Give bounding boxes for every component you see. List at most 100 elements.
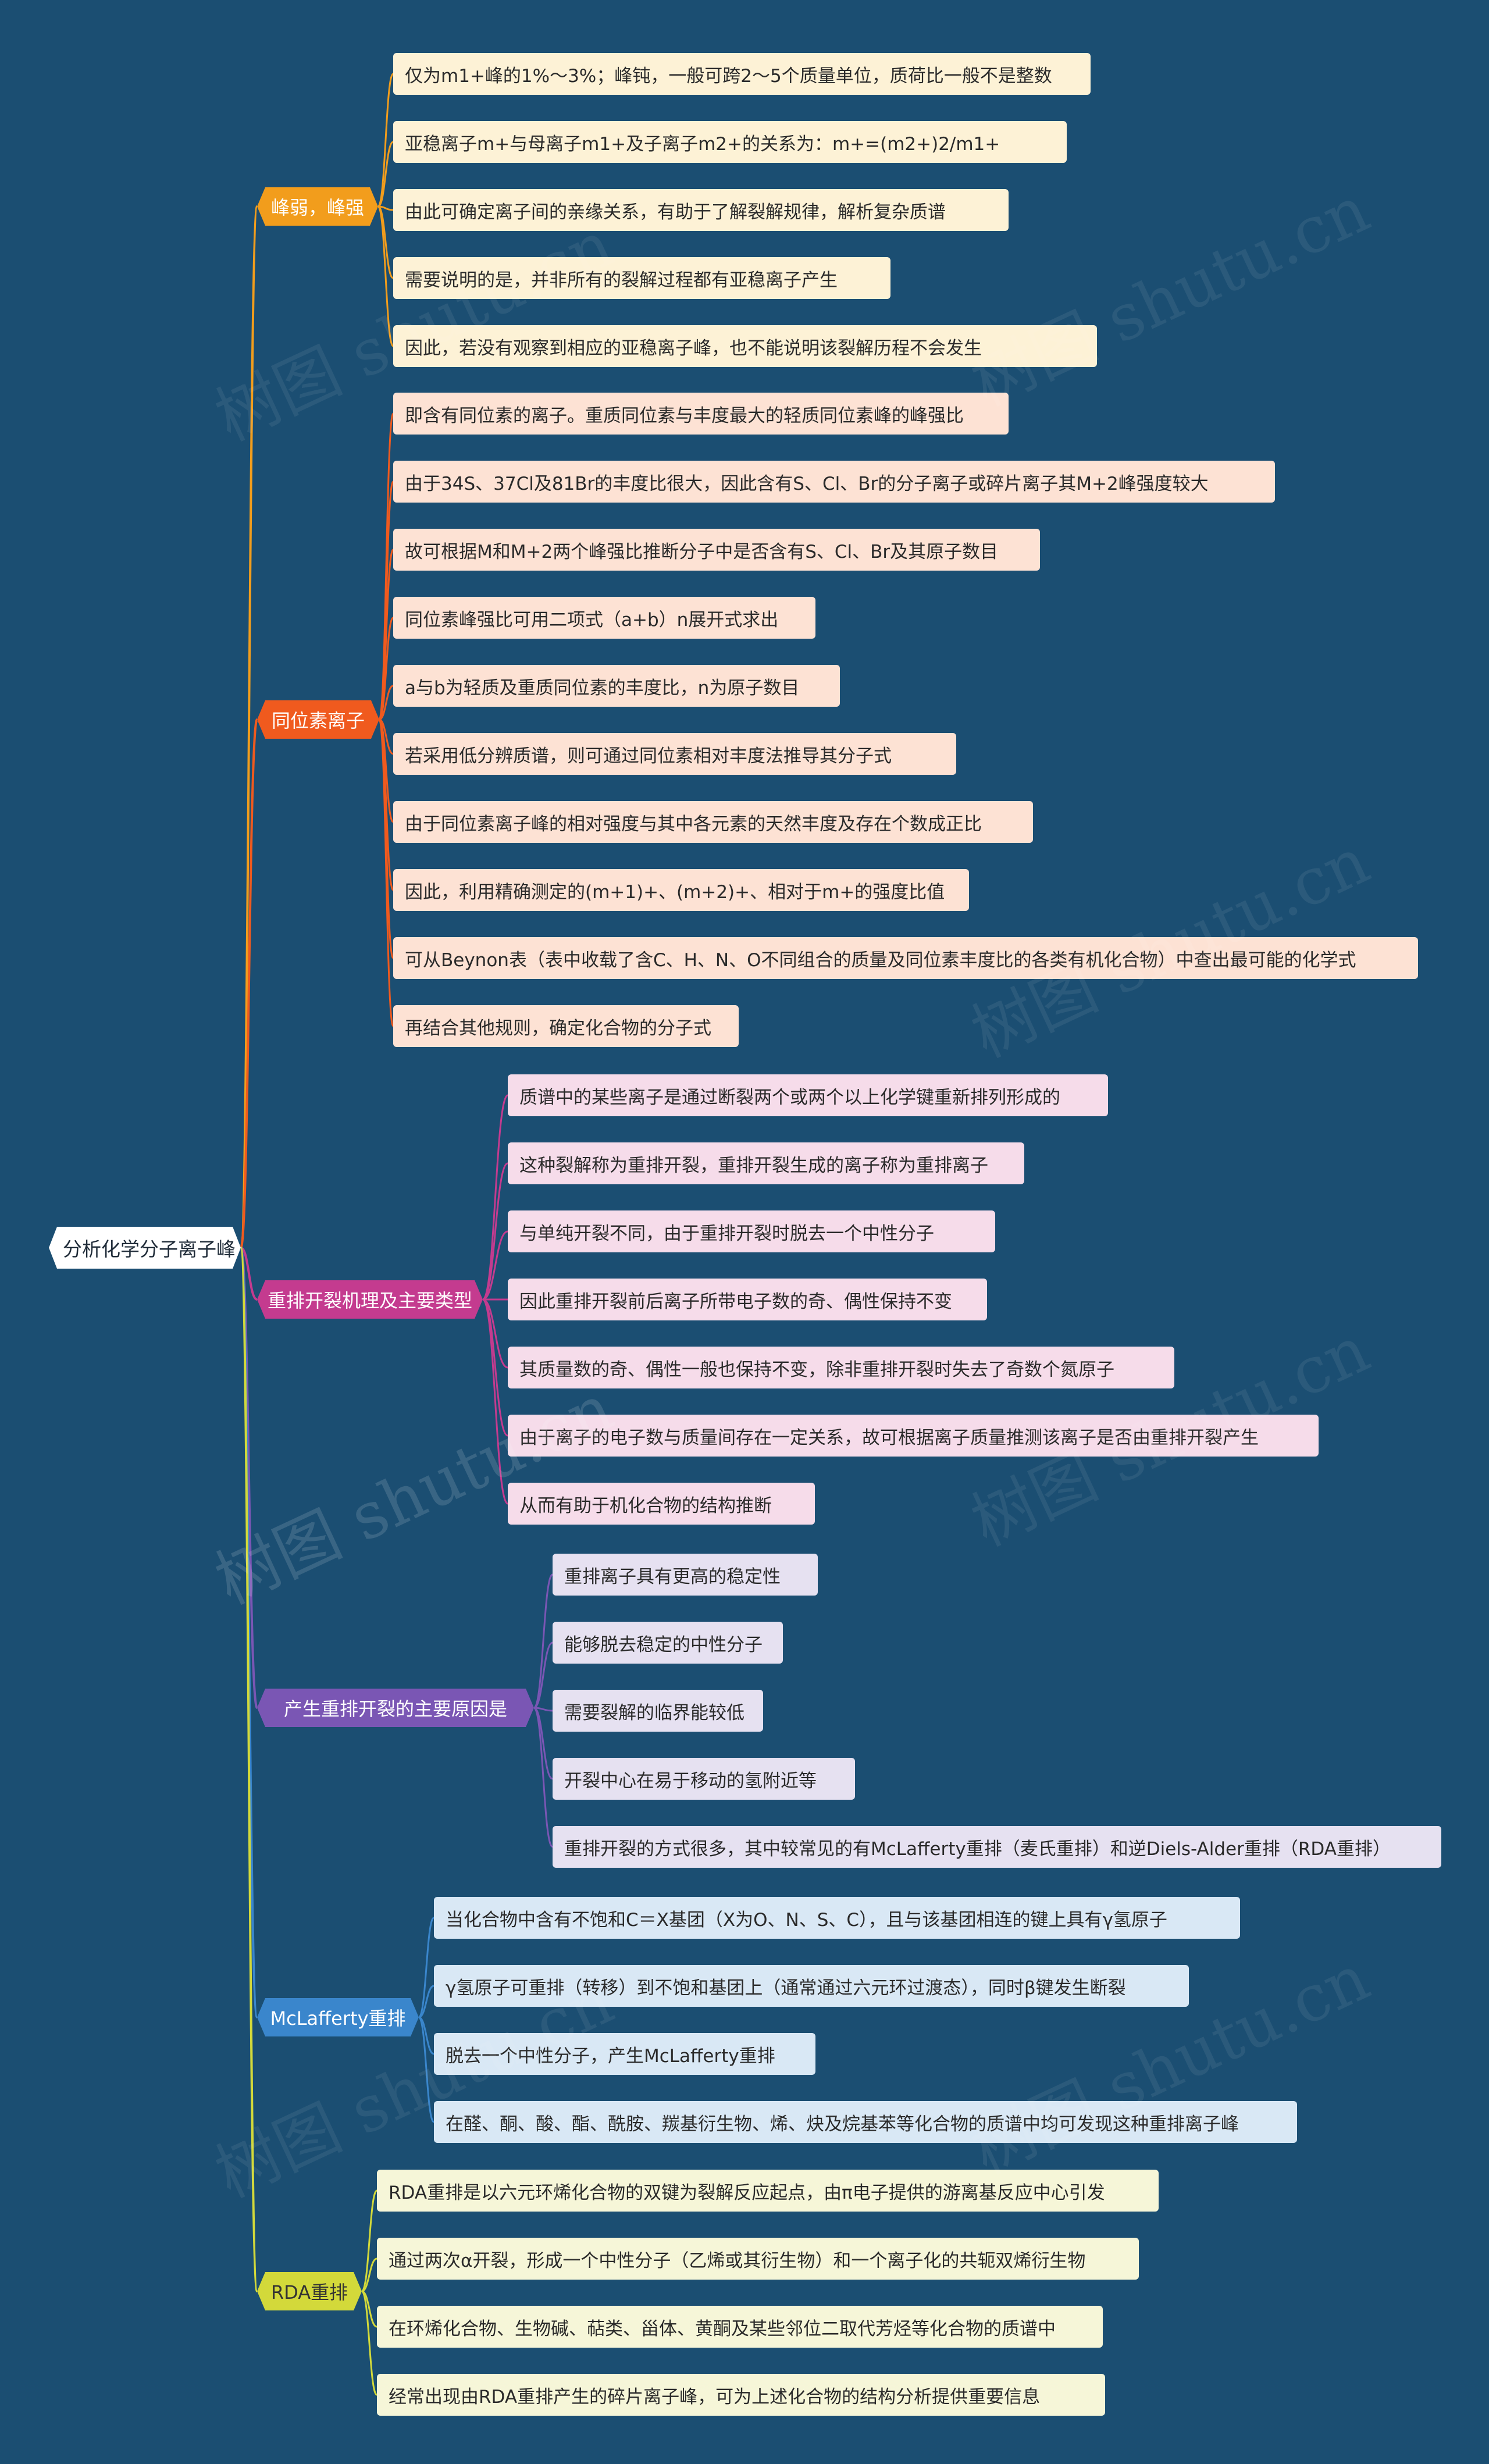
leaf-label: 因此重排开裂前后离子所带电子数的奇、偶性保持不变 xyxy=(519,1291,952,1312)
branch-leaf-connector xyxy=(482,1230,508,1301)
branch-label: McLafferty重排 xyxy=(270,2007,406,2029)
branch-node[interactable]: RDA重排 xyxy=(257,2272,362,2310)
leaf-label: 重排离子具有更高的稳定性 xyxy=(564,1566,781,1587)
leaf-label: 通过两次α开裂，形成一个中性分子（乙烯或其衍生物）和一个离子化的共轭双烯衍生物 xyxy=(389,2250,1086,2271)
leaf-label: 由于离子的电子数与质量间存在一定关系，故可根据离子质量推测该离子是否由重排开裂产… xyxy=(519,1427,1259,1448)
branch-leaf-connector xyxy=(361,2290,378,2396)
branch-leaf-connector xyxy=(379,685,394,721)
branch-leaf-connector xyxy=(482,1298,508,1369)
leaf-node[interactable]: 这种裂解称为重排开裂，重排开裂生成的离子称为重排离子 xyxy=(508,1142,1024,1184)
leaf-label: 因此，利用精确测定的(m+1)+、(m+2)+、相对于m+的强度比值 xyxy=(405,881,945,903)
leaf-label: 质谱中的某些离子是通过断裂两个或两个以上化学键重新排列形成的 xyxy=(519,1087,1060,1108)
leaf-node[interactable]: 可从Beynon表（表中收载了含C、H、N、O不同组合的质量及同位素丰度比的各类… xyxy=(393,937,1418,979)
leaf-node[interactable]: 脱去一个中性分子，产生McLafferty重排 xyxy=(434,2033,815,2075)
leaf-node[interactable]: γ氢原子可重排（转移）到不饱和基团上（通常通过六元环过渡态），同时β键发生断裂 xyxy=(434,1965,1189,2007)
root-branch-connector xyxy=(240,1247,258,1301)
branch-leaf-connector xyxy=(378,718,394,1027)
leaf-node[interactable]: 重排开裂的方式很多，其中较常见的有McLafferty重排（麦氏重排）和逆Die… xyxy=(553,1826,1441,1868)
branch-label: 同位素离子 xyxy=(271,710,365,732)
leaf-node[interactable]: 开裂中心在易于移动的氢附近等 xyxy=(553,1758,855,1800)
branch-leaf-connector xyxy=(482,1094,509,1301)
branch-node[interactable]: 重排开裂机理及主要类型 xyxy=(257,1280,483,1319)
leaf-label: 其质量数的奇、偶性一般也保持不变，除非重排开裂时失去了奇数个氮原子 xyxy=(519,1359,1114,1380)
leaf-node[interactable]: 需要说明的是，并非所有的裂解过程都有亚稳离子产生 xyxy=(393,257,890,299)
leaf-label: 若采用低分辨质谱，则可通过同位素相对丰度法推导其分子式 xyxy=(405,745,892,767)
leaf-node[interactable]: 因此重排开裂前后离子所带电子数的奇、偶性保持不变 xyxy=(508,1279,987,1320)
leaf-node[interactable]: 因此，若没有观察到相应的亚稳离子峰，也不能说明该裂解历程不会发生 xyxy=(393,325,1097,367)
leaf-node[interactable]: 由于离子的电子数与质量间存在一定关系，故可根据离子质量推测该离子是否由重排开裂产… xyxy=(508,1415,1319,1457)
leaf-label: 当化合物中含有不饱和C＝X基团（X为O、N、S、C），且与该基团相连的键上具有γ… xyxy=(446,1909,1167,1931)
leaf-node[interactable]: 质谱中的某些离子是通过断裂两个或两个以上化学键重新排列形成的 xyxy=(508,1074,1108,1116)
leaf-node[interactable]: RDA重排是以六元环烯化合物的双键为裂解反应起点，由π电子提供的游离基反应中心引… xyxy=(377,2170,1159,2212)
branch-node[interactable]: 产生重排开裂的主要原因是 xyxy=(257,1689,534,1727)
branch-label: 重排开裂机理及主要类型 xyxy=(267,1290,472,1312)
leaf-node[interactable]: 与单纯开裂不同，由于重排开裂时脱去一个中性分子 xyxy=(508,1210,995,1252)
leaf-label: 亚稳离子m+与母离子m1+及子离子m2+的关系为：m+=(m2+)2/m1+ xyxy=(405,133,1000,155)
leaf-label: 同位素峰强比可用二项式（a+b）n展开式求出 xyxy=(405,609,779,631)
leaf-label: 脱去一个中性分子，产生McLafferty重排 xyxy=(446,2045,775,2067)
branch-leaf-connector xyxy=(418,1985,434,2018)
leaf-label: RDA重排是以六元环烯化合物的双键为裂解反应起点，由π电子提供的游离基反应中心引… xyxy=(389,2182,1105,2203)
leaf-label: γ氢原子可重排（转移）到不饱和基团上（通常通过六元环过渡态），同时β键发生断裂 xyxy=(446,1977,1126,1999)
branch-leaf-connector xyxy=(533,1707,554,1848)
leaf-label: 故可根据M和M+2两个峰强比推断分子中是否含有S、Cl、Br及其原子数目 xyxy=(405,541,999,562)
leaf-node[interactable]: 其质量数的奇、偶性一般也保持不变，除非重排开裂时失去了奇数个氮原子 xyxy=(508,1347,1174,1388)
branch-label: 产生重排开裂的主要原因是 xyxy=(283,1698,507,1720)
leaf-node[interactable]: 亚稳离子m+与母离子m1+及子离子m2+的关系为：m+=(m2+)2/m1+ xyxy=(393,121,1067,163)
leaf-node[interactable]: 同位素峰强比可用二项式（a+b）n展开式求出 xyxy=(393,597,815,639)
branch-leaf-connector xyxy=(378,480,394,721)
leaf-label: 仅为m1+峰的1%～3%；峰钝，一般可跨2～5个质量单位，质荷比一般不是整数 xyxy=(405,65,1052,87)
branch-node[interactable]: 峰弱，峰强 xyxy=(257,187,378,226)
root-branch-connector xyxy=(240,1247,258,2292)
leaf-node[interactable]: a与b为轻质及重质同位素的丰度比，n为原子数目 xyxy=(393,665,840,707)
leaf-label: 需要裂解的临界能较低 xyxy=(564,1702,744,1724)
branch-node[interactable]: 同位素离子 xyxy=(257,700,379,739)
leaf-label: 由于34S、37Cl及81Br的丰度比很大，因此含有S、Cl、Br的分子离子或碎… xyxy=(405,473,1209,494)
leaf-node[interactable]: 能够脱去稳定的中性分子 xyxy=(553,1622,783,1664)
branch-leaf-connector xyxy=(533,1573,554,1709)
leaf-node[interactable]: 当化合物中含有不饱和C＝X基团（X为O、N、S、C），且与该基团相连的键上具有γ… xyxy=(434,1897,1240,1939)
leaf-node[interactable]: 由此可确定离子间的亲缘关系，有助于了解裂解规律，解析复杂质谱 xyxy=(393,189,1009,231)
leaf-node[interactable]: 经常出现由RDA重排产生的碎片离子峰，可为上述化合物的结构分析提供重要信息 xyxy=(377,2374,1105,2416)
branch-leaf-connector xyxy=(418,1917,435,2018)
leaf-label: a与b为轻质及重质同位素的丰度比，n为原子数目 xyxy=(405,677,800,699)
root-node[interactable]: 分析化学分子离子峰 xyxy=(49,1227,241,1269)
leaf-label: 因此，若没有观察到相应的亚稳离子峰，也不能说明该裂解历程不会发生 xyxy=(405,337,982,359)
branch-leaf-connector xyxy=(482,1298,509,1505)
leaf-node[interactable]: 由于同位素离子峰的相对强度与其中各元素的天然丰度及存在个数成正比 xyxy=(393,801,1033,843)
branch-label: 峰弱，峰强 xyxy=(270,197,364,219)
leaf-node[interactable]: 重排离子具有更高的稳定性 xyxy=(553,1554,818,1596)
leaf-node[interactable]: 通过两次α开裂，形成一个中性分子（乙烯或其衍生物）和一个离子化的共轭双烯衍生物 xyxy=(377,2238,1139,2280)
leaf-label: 开裂中心在易于移动的氢附近等 xyxy=(564,1770,817,1792)
leaf-label: 从而有助于机化合物的结构推断 xyxy=(519,1495,772,1516)
leaf-label: 与单纯开裂不同，由于重排开裂时脱去一个中性分子 xyxy=(519,1223,934,1244)
branch-label: RDA重排 xyxy=(270,2281,348,2303)
root-branch-connector xyxy=(240,718,258,1249)
leaf-node[interactable]: 需要裂解的临界能较低 xyxy=(553,1690,763,1732)
leaf-node[interactable]: 若采用低分辨质谱，则可通过同位素相对丰度法推导其分子式 xyxy=(393,733,956,775)
leaf-node[interactable]: 再结合其他规则，确定化合物的分子式 xyxy=(393,1005,739,1047)
branch-leaf-connector xyxy=(377,141,394,208)
leaf-node[interactable]: 在醛、酮、酸、酯、酰胺、羰基衍生物、烯、炔及烷基苯等化合物的质谱中均可发现这种重… xyxy=(434,2101,1297,2143)
leaf-label: 由此可确定离子间的亲缘关系，有助于了解裂解规律，解析复杂质谱 xyxy=(405,201,946,223)
leaf-node[interactable]: 在环烯化合物、生物碱、萜类、甾体、黄酮及某些邻位二取代芳烃等化合物的质谱中 xyxy=(377,2306,1103,2348)
leaf-label: 重排开裂的方式很多，其中较常见的有McLafferty重排（麦氏重排）和逆Die… xyxy=(564,1838,1391,1860)
leaf-label: 在醛、酮、酸、酯、酰胺、羰基衍生物、烯、炔及烷基苯等化合物的质谱中均可发现这种重… xyxy=(446,2113,1239,2135)
branch-leaf-connector xyxy=(361,2258,377,2292)
branch-leaf-connector xyxy=(482,1162,508,1301)
leaf-label: 可从Beynon表（表中收载了含C、H、N、O不同组合的质量及同位素丰度比的各类… xyxy=(405,949,1356,971)
leaf-node[interactable]: 故可根据M和M+2两个峰强比推断分子中是否含有S、Cl、Br及其原子数目 xyxy=(393,529,1040,571)
leaf-node[interactable]: 即含有同位素的离子。重质同位素与丰度最大的轻质同位素峰的峰强比 xyxy=(393,393,1009,435)
branch-leaf-connector xyxy=(533,1707,553,1712)
leaf-node[interactable]: 因此，利用精确测定的(m+1)+、(m+2)+、相对于m+的强度比值 xyxy=(393,869,969,911)
leaf-label: 在环烯化合物、生物碱、萜类、甾体、黄酮及某些邻位二取代芳烃等化合物的质谱中 xyxy=(389,2318,1056,2340)
leaf-label: 需要说明的是，并非所有的裂解过程都有亚稳离子产生 xyxy=(405,269,838,291)
leaf-node[interactable]: 从而有助于机化合物的结构推断 xyxy=(508,1483,815,1525)
leaf-label: 这种裂解称为重排开裂，重排开裂生成的离子称为重排离子 xyxy=(519,1155,988,1176)
leaf-node[interactable]: 由于34S、37Cl及81Br的丰度比很大，因此含有S、Cl、Br的分子离子或碎… xyxy=(393,461,1275,503)
leaf-node[interactable]: 仅为m1+峰的1%～3%；峰钝，一般可跨2～5个质量单位，质荷比一般不是整数 xyxy=(393,53,1091,95)
branch-node[interactable]: McLafferty重排 xyxy=(257,1998,419,2036)
leaf-label: 由于同位素离子峰的相对强度与其中各元素的天然丰度及存在个数成正比 xyxy=(405,813,982,835)
